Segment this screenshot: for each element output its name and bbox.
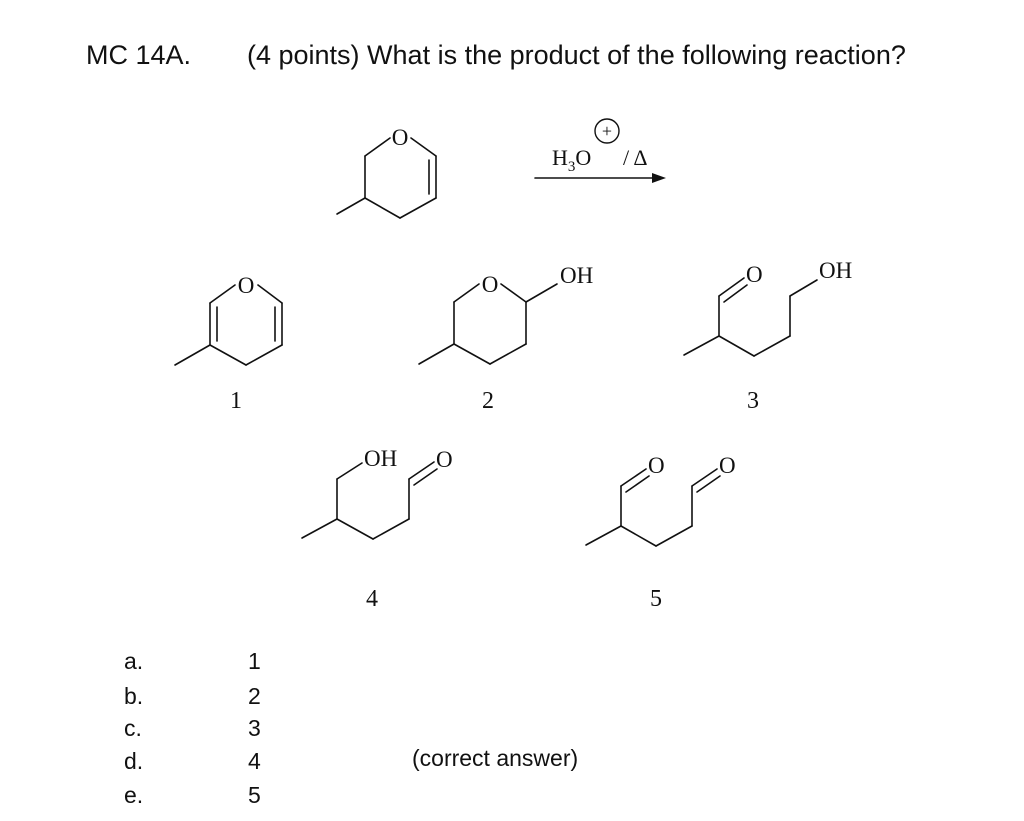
choice-b-value: 2: [248, 683, 261, 709]
structure-5-number: 5: [650, 586, 662, 612]
choice-d-letter: d.: [124, 748, 144, 774]
positive-charge-sign: +: [602, 121, 612, 141]
structure-4-number: 4: [366, 586, 378, 612]
choice-b-letter: b.: [124, 683, 144, 709]
choice-e-value: 5: [248, 782, 261, 808]
structure-1-number: 1: [230, 388, 242, 414]
structure-1: O 1: [174, 273, 283, 414]
structure-3-hydroxyl: OH: [819, 258, 852, 283]
structure-2-number: 2: [482, 388, 494, 414]
question-number: MC 14A.: [86, 40, 192, 70]
structure-2-hydroxyl: OH: [560, 263, 593, 288]
choice-c-value: 3: [248, 715, 261, 741]
choice-a-letter: a.: [124, 648, 144, 674]
choice-c-letter: c.: [124, 715, 142, 741]
structure-4-carbonyl-oxygen: O: [436, 447, 453, 472]
choice-e-letter: e.: [124, 782, 144, 808]
structure-2-oxygen: O: [482, 272, 499, 297]
positive-charge-icon: [594, 118, 620, 144]
structure-3: O OH 3: [683, 258, 852, 414]
structure-3-number: 3: [747, 388, 759, 414]
structure-4-hydroxyl: OH: [364, 446, 397, 471]
structure-2: O OH 2: [418, 263, 593, 414]
choice-d-value: 4: [248, 748, 261, 774]
question-text: (4 points) What is the product of the fo…: [247, 40, 906, 70]
structure-5-oxygen-b: O: [719, 453, 736, 478]
structure-5: O O 5: [585, 453, 736, 612]
conditions-label: / Δ: [623, 145, 648, 170]
structure-1-oxygen: O: [238, 273, 255, 298]
reaction-arrow-group: H3O + / Δ: [534, 118, 666, 183]
structure-4: OH O 4: [301, 446, 453, 612]
reagent-label: H3O: [552, 145, 591, 175]
reactant-structure: O: [336, 125, 437, 219]
correct-answer-note: (correct answer): [412, 745, 579, 771]
structure-3-carbonyl-oxygen: O: [746, 262, 763, 287]
reactant-oxygen-label: O: [392, 125, 409, 150]
choice-a-value: 1: [248, 648, 261, 674]
structure-5-oxygen-a: O: [648, 453, 665, 478]
